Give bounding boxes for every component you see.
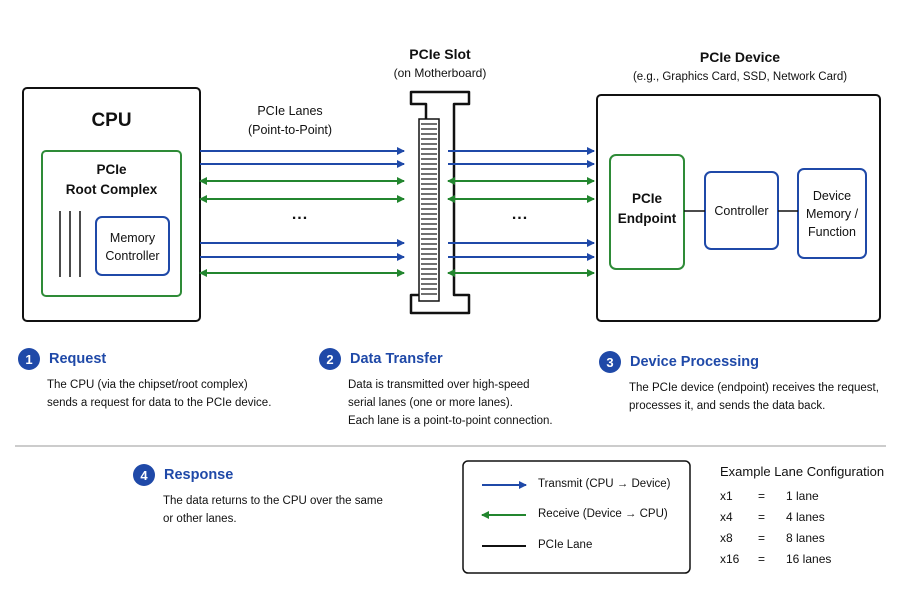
step-description: Data is transmitted over high-speed seri… xyxy=(348,379,553,427)
step-description: The PCIe device (endpoint) receives the … xyxy=(629,382,879,412)
pcie-lanes xyxy=(199,147,595,277)
root-complex-label: PCIe Root Complex xyxy=(65,162,158,197)
step-number-badge: 1 xyxy=(18,348,40,370)
bus-lines xyxy=(59,211,81,277)
pcie-slot-pins xyxy=(421,123,437,295)
lanes-ellipsis-left: ... xyxy=(291,206,309,223)
step-device-processing: 3 Device Processing The PCIe device (end… xyxy=(599,351,889,415)
lane-config-title: Example Lane Configuration xyxy=(720,464,885,479)
step-description: The CPU (via the chipset/root complex) s… xyxy=(47,379,272,409)
device-memory-label: Device Memory / Function xyxy=(805,189,859,239)
lane-config-row: x4 = 4 lanes xyxy=(720,510,825,524)
step-title: Request xyxy=(49,351,107,367)
legend-lane-label: PCIe Lane xyxy=(538,539,593,551)
legend-transmit-label: Transmit (CPU → Device) xyxy=(538,478,671,490)
step-response: 4 Response The data returns to the CPU o… xyxy=(133,464,403,528)
lanes-label: PCIe Lanes (Point-to-Point) xyxy=(247,104,333,137)
cpu-title: CPU xyxy=(91,110,132,131)
slot-subtitle: (on Motherboard) xyxy=(393,66,487,80)
device-memory-box xyxy=(797,168,867,259)
lanes-ellipsis-right: ... xyxy=(511,206,529,223)
pcie-endpoint-label: PCIe Endpoint xyxy=(617,191,677,226)
slot-title: PCIe Slot xyxy=(409,46,471,62)
memory-controller-box xyxy=(95,216,170,276)
step-data-transfer: 2 Data Transfer Data is transmitted over… xyxy=(319,348,579,430)
legend-receive-label: Receive (Device → CPU) xyxy=(538,508,668,520)
step-description: The data returns to the CPU over the sam… xyxy=(163,495,383,525)
step-number-badge: 3 xyxy=(599,351,621,373)
device-subtitle: (e.g., Graphics Card, SSD, Network Card) xyxy=(632,71,848,83)
pcie-endpoint-box xyxy=(609,154,685,270)
pcie-slot xyxy=(409,90,471,315)
step-title: Response xyxy=(164,467,234,483)
pcie-slot-outline xyxy=(409,90,471,315)
lane-config-row: x16 = 16 lanes xyxy=(720,552,832,566)
memory-controller-label: Memory Controller xyxy=(105,231,160,263)
step-request: 1 Request The CPU (via the chipset/root … xyxy=(18,348,308,412)
device-title: PCIe Device xyxy=(699,49,781,65)
lane-config-row: x8 = 8 lanes xyxy=(720,531,825,545)
lane-config-row: x1 = 1 lane xyxy=(720,489,819,503)
step-number-badge: 4 xyxy=(133,464,155,486)
step-title: Device Processing xyxy=(630,354,759,370)
step-title: Data Transfer xyxy=(350,351,443,367)
step-number-badge: 2 xyxy=(319,348,341,370)
controller-label: Controller xyxy=(714,204,769,218)
lane-config: Example Lane Configuration x1 = 1 lane x… xyxy=(720,464,890,570)
